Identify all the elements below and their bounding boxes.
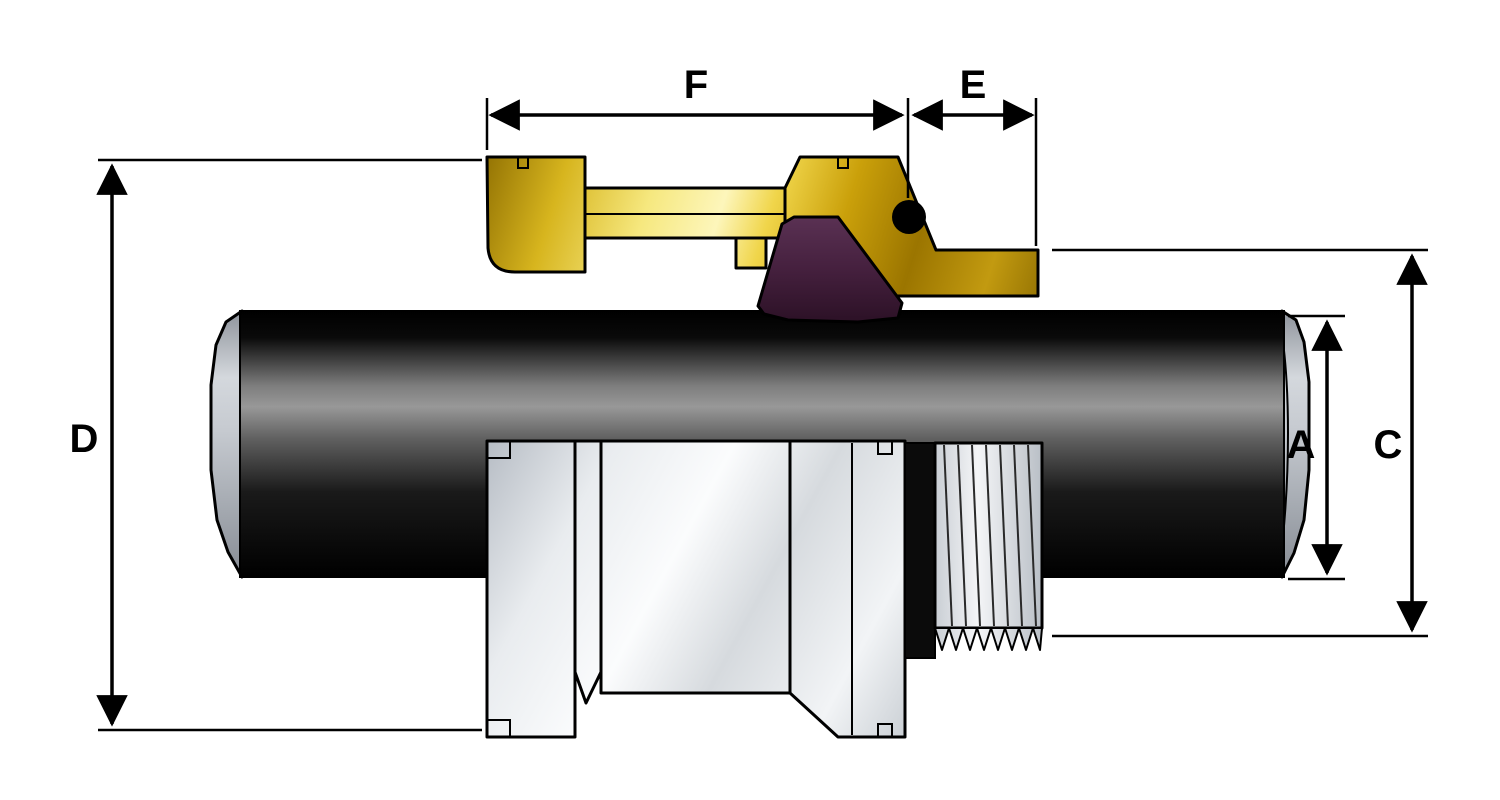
nut-slab-center xyxy=(599,439,792,695)
o-ring xyxy=(892,200,926,234)
dimension-label-f: F xyxy=(684,63,708,107)
nut-slab-left-notch-bottom xyxy=(487,719,511,737)
dimension-F: F xyxy=(488,63,905,131)
dimension-label-a: A xyxy=(1287,423,1316,467)
gland-tab xyxy=(734,236,768,270)
nut xyxy=(485,439,1044,739)
thread-section xyxy=(933,441,1044,651)
nut-sliver xyxy=(573,439,603,705)
shaft-tip-right xyxy=(1280,309,1311,579)
dimension-label-e: E xyxy=(960,63,987,107)
dimension-A: A xyxy=(1287,314,1345,581)
nut-slab-left-notch-top xyxy=(487,441,511,459)
shaft-tip-left xyxy=(209,309,244,579)
thread-body xyxy=(933,441,1044,630)
nut-slab-right xyxy=(788,439,907,739)
gland-flange-notch xyxy=(517,157,529,169)
thread-hatch xyxy=(943,444,1037,627)
dimension-C: C xyxy=(1052,248,1428,638)
dimension-label-c: C xyxy=(1374,423,1403,467)
dimension-label-d: D xyxy=(70,417,99,461)
gland-center-notch xyxy=(837,157,849,169)
nut-slab-right-notch-bottom xyxy=(877,723,893,737)
dimension-E: E xyxy=(911,63,1035,131)
gland-flange xyxy=(485,155,587,274)
dimension-D: D xyxy=(70,158,482,732)
gland xyxy=(485,155,1040,300)
nut-slab-right-notch-top xyxy=(877,441,893,455)
dimensions: F E D A C xyxy=(70,63,1428,732)
nut-slab-left xyxy=(485,439,577,739)
seal-pocket xyxy=(904,442,936,659)
thread-teeth xyxy=(934,627,1043,651)
seal-wedge xyxy=(756,215,904,324)
